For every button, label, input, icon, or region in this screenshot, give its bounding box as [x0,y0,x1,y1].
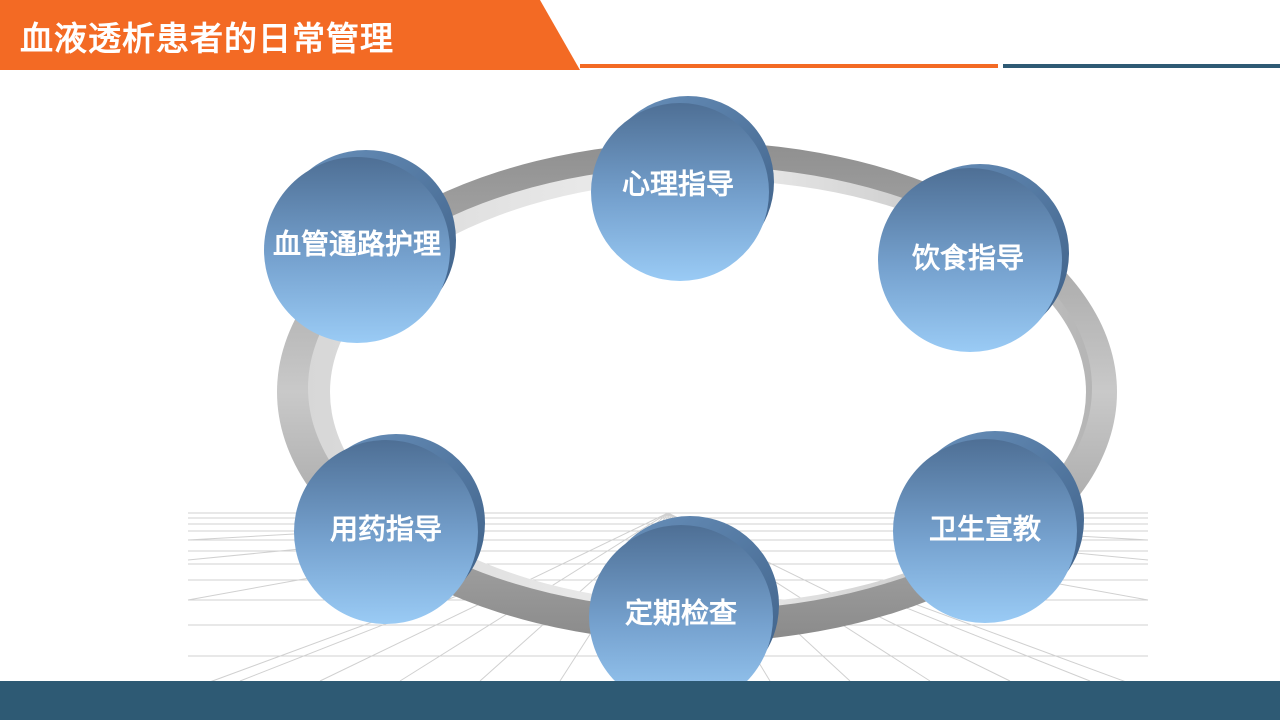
node-hygiene: 卫生宣教 [893,431,1084,623]
node-label-hygiene: 卫生宣教 [929,513,1041,546]
header-rule-blue [1003,64,1280,68]
node-psych: 心理指导 [591,96,774,281]
title-banner [0,0,580,70]
node-checkup: 定期检查 [589,516,779,709]
node-diet: 饮食指导 [878,164,1069,352]
footer-bar [0,681,1280,720]
header-rule-orange [580,64,998,68]
node-label-vascular: 血管通路护理 [273,228,441,261]
page-title: 血液透析患者的日常管理 [20,19,394,58]
node-vascular: 血管通路护理 [264,150,456,343]
node-label-psych: 心理指导 [622,168,734,201]
node-label-diet: 饮食指导 [911,242,1024,275]
node-medication: 用药指导 [294,434,485,624]
node-label-medication: 用药指导 [330,513,442,546]
node-label-checkup: 定期检查 [625,597,737,630]
